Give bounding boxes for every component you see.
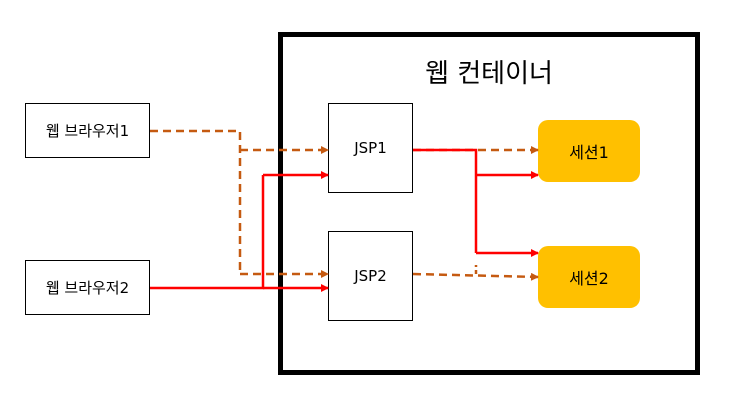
jsp2-dashed-to-session2-arrow <box>412 272 539 281</box>
jsp-1: JSP1 <box>328 103 413 193</box>
web-browser-2-label: 웹 브라우저2 <box>45 279 130 297</box>
session-1: 세션1 <box>538 120 640 182</box>
web-browser-1: 웹 브라우저1 <box>25 103 150 158</box>
session-1-label: 세션1 <box>569 143 609 162</box>
session-2: 세션2 <box>538 246 640 308</box>
web-container-title: 웹 컨테이너 <box>425 59 553 89</box>
browser2-solid-trunk <box>150 175 265 290</box>
jsp-2: JSP2 <box>328 231 413 321</box>
web-browser-2: 웹 브라우저2 <box>25 260 150 315</box>
web-container: 웹 컨테이너 <box>278 32 700 375</box>
browser1-dashed-trunk <box>150 129 242 274</box>
web-browser-1-label: 웹 브라우저1 <box>45 122 130 140</box>
jsp-2-label: JSP2 <box>354 267 387 285</box>
jsp-1-label: JSP1 <box>354 139 387 157</box>
session-2-label: 세션2 <box>569 269 609 288</box>
jsp1-solid-trunk <box>413 148 478 253</box>
